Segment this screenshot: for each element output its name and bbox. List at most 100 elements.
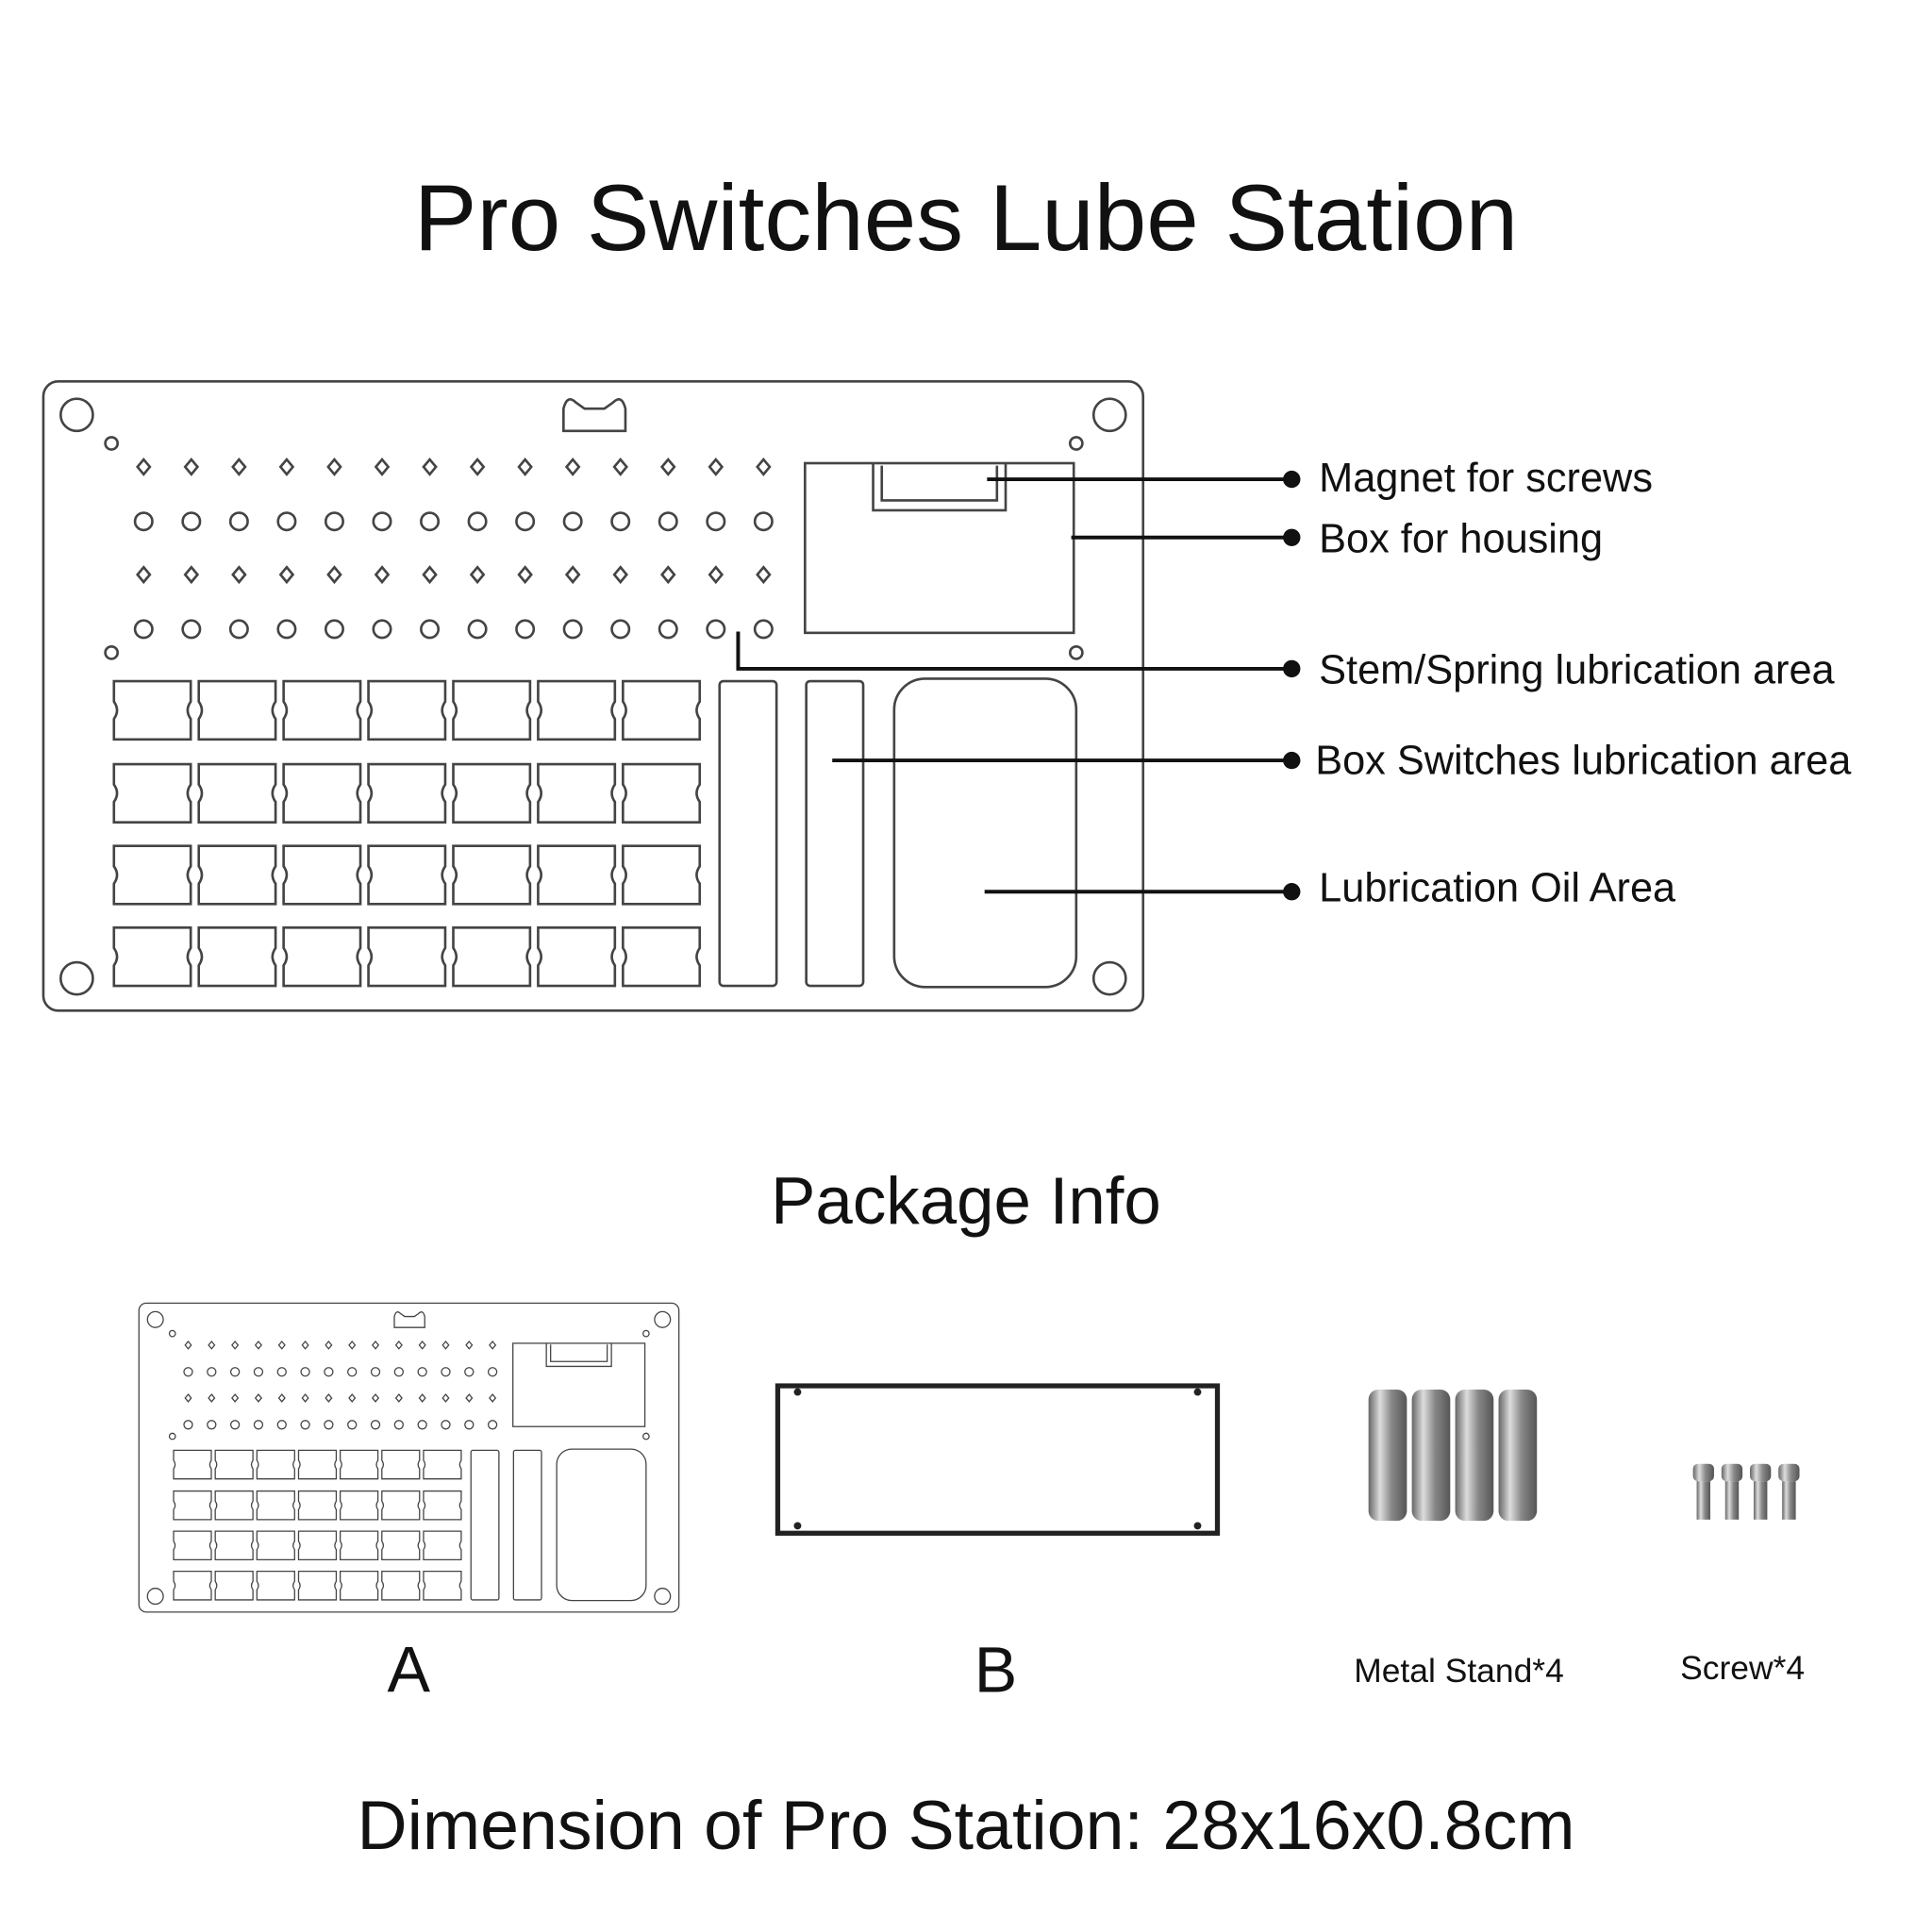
stem-hole-cross (659, 565, 676, 585)
spring-hole (515, 511, 536, 532)
stem-hole-cross (136, 565, 152, 585)
spring-hole (562, 619, 583, 640)
screw-head (1721, 1463, 1743, 1482)
spring-hole (706, 619, 726, 640)
stem-hole-cross (708, 458, 724, 476)
stem-hole-cross (612, 458, 628, 476)
switch-slot (537, 762, 617, 824)
stem-hole-cross (422, 458, 438, 476)
stem-hole-cross (659, 458, 676, 476)
spring-hole (228, 511, 249, 532)
callout-oil-area: Lubrication Oil Area (1319, 866, 1676, 911)
package-label-a: A (387, 1634, 430, 1706)
spring-hole (420, 511, 441, 532)
switch-slot (622, 762, 702, 824)
screw-head (1692, 1463, 1714, 1482)
spring-hole (706, 511, 726, 532)
switch-slot (452, 679, 532, 741)
mount-hole (59, 960, 94, 996)
stem-hole-cross (469, 458, 486, 476)
spring-hole (324, 511, 344, 532)
strip-area-2 (805, 679, 865, 988)
lube-station-board (42, 380, 1145, 1012)
magnet-slot (872, 462, 1008, 512)
spring-hole (658, 619, 678, 640)
switch-slot (367, 844, 447, 906)
callout-magnet: Magnet for screws (1319, 456, 1653, 501)
switch-slot (622, 844, 702, 906)
mount-hole (1091, 960, 1127, 996)
spring-hole (467, 511, 488, 532)
stem-hole-cross (422, 565, 438, 585)
stem-hole-cross (183, 458, 200, 476)
switch-slot (282, 762, 362, 824)
stem-hole-cross (278, 565, 295, 585)
package-item-a-image (138, 1302, 680, 1613)
spring-hole (515, 619, 536, 640)
spring-hole (133, 511, 154, 532)
stem-hole-cross (708, 565, 724, 585)
package-label-metal-stand: Metal Stand*4 (1354, 1652, 1564, 1690)
cat-logo-icon (562, 397, 627, 433)
mount-hole (59, 397, 94, 433)
stem-hole-cross (469, 565, 486, 585)
metal-stand (1498, 1389, 1538, 1522)
switch-slot (452, 925, 532, 988)
screw-thread (1782, 1481, 1796, 1520)
stem-hole-cross (231, 565, 247, 585)
stem-hole-cross (517, 565, 533, 585)
dimension-text: Dimension of Pro Station: 28x16x0.8cm (358, 1786, 1575, 1864)
screw-thread (1724, 1481, 1740, 1520)
stem-hole-cross (326, 565, 342, 585)
screw-thread (1753, 1481, 1768, 1520)
spring-hole (372, 619, 392, 640)
metal-stand (1368, 1389, 1407, 1522)
switch-slot (112, 925, 192, 988)
switch-slot (537, 925, 617, 988)
callout-lines (736, 470, 1301, 901)
screw-thread (1696, 1481, 1711, 1520)
stem-hole-cross (564, 458, 581, 476)
board-outline (42, 380, 1145, 1012)
oil-area (892, 677, 1078, 989)
spring-hole (181, 619, 202, 640)
screw-head (1750, 1463, 1772, 1482)
switch-slot (197, 925, 277, 988)
switch-slot (367, 925, 447, 988)
stem-hole-cross (136, 458, 152, 476)
switch-slot (282, 844, 362, 906)
switch-slot (282, 679, 362, 741)
spring-hole (658, 511, 678, 532)
spring-hole (276, 511, 297, 532)
spring-hole (610, 511, 631, 532)
metal-stand (1455, 1389, 1494, 1522)
stem-hole-cross (756, 458, 772, 476)
spring-hole (181, 511, 202, 532)
magnet-inner (880, 465, 999, 502)
callout-stem-spring: Stem/Spring lubrication area (1319, 648, 1835, 693)
small-hole (104, 436, 120, 451)
metal-stand (1411, 1389, 1451, 1522)
switch-slot (367, 679, 447, 741)
callout-housing-box: Box for housing (1319, 517, 1603, 562)
switch-slot (622, 679, 702, 741)
stem-hole-cross (374, 458, 391, 476)
spring-hole (324, 619, 344, 640)
page-title: Pro Switches Lube Station (414, 166, 1518, 271)
switch-slot (112, 844, 192, 906)
switch-slot (282, 925, 362, 988)
small-hole (1068, 644, 1084, 660)
package-label-b: B (974, 1634, 1018, 1706)
switch-slot (537, 844, 617, 906)
spring-hole (276, 619, 297, 640)
spring-hole (610, 619, 631, 640)
stem-hole-cross (374, 565, 391, 585)
spring-hole (467, 619, 488, 640)
package-label-screw: Screw*4 (1680, 1649, 1805, 1687)
switch-slot (452, 844, 532, 906)
switch-slot (452, 762, 532, 824)
spring-hole (562, 511, 583, 532)
spring-hole (228, 619, 249, 640)
switch-slot (197, 844, 277, 906)
small-hole (104, 644, 120, 660)
